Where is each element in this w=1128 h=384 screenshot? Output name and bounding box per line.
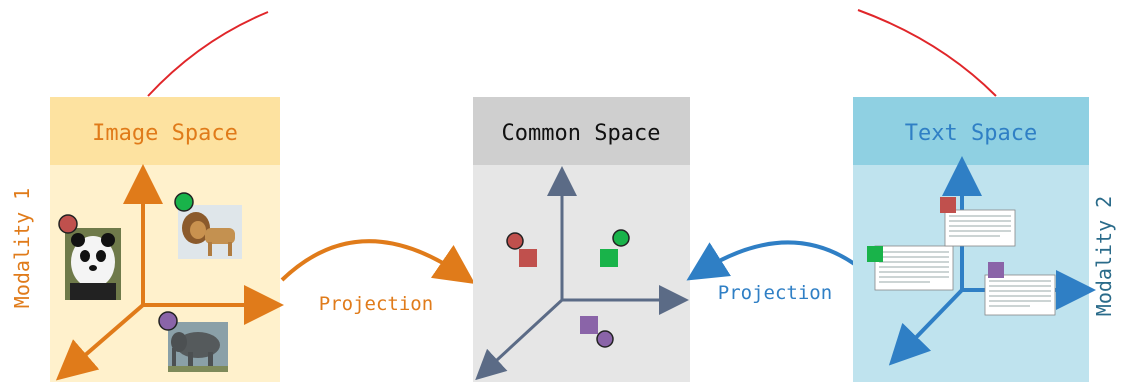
marker-green-image [174, 192, 194, 212]
red-curve-left [147, 11, 269, 97]
red-curve-right [857, 9, 997, 97]
marker-green-circle-common [612, 229, 630, 247]
marker-purple-image [158, 311, 178, 331]
lion-image [178, 205, 242, 259]
marker-purple-square-common [580, 316, 598, 334]
projection-label-left: Projection [319, 293, 433, 315]
image-space-title: Image Space [92, 121, 238, 146]
marker-red-square-text [940, 197, 956, 213]
marker-purple-circle-common [596, 330, 614, 348]
text-space-header [853, 97, 1089, 165]
elephant-image [168, 322, 228, 372]
common-axis-z [475, 298, 564, 381]
common-space-panel: Common Space [473, 97, 690, 382]
text-document-1 [874, 245, 954, 291]
projection-arrow-right [686, 240, 862, 281]
common-space-title: Common Space [502, 121, 661, 146]
text-document-2 [944, 209, 1016, 247]
projection-arrow-left [280, 239, 476, 285]
common-space-body [473, 165, 690, 382]
marker-red-circle-common [506, 232, 524, 250]
text-axis-z [888, 288, 964, 366]
image-space-header [50, 97, 280, 165]
modality-1-label: Modality 1 [10, 188, 34, 308]
modality-2-label: Modality 2 [1092, 196, 1116, 316]
marker-red-image [58, 214, 78, 234]
common-space-header [473, 97, 690, 165]
text-space-title: Text Space [905, 121, 1037, 146]
marker-purple-square-text [988, 262, 1004, 278]
marker-red-square-common [519, 249, 537, 267]
marker-green-square-common [600, 249, 618, 267]
image-axis-z [55, 303, 145, 381]
panda-image [65, 228, 121, 300]
marker-green-square-text [867, 246, 883, 262]
text-document-3 [984, 274, 1056, 316]
projection-label-right: Projection [718, 282, 832, 304]
text-space-panel: Text Space [853, 97, 1096, 382]
image-space-panel: Image Space [50, 97, 284, 382]
